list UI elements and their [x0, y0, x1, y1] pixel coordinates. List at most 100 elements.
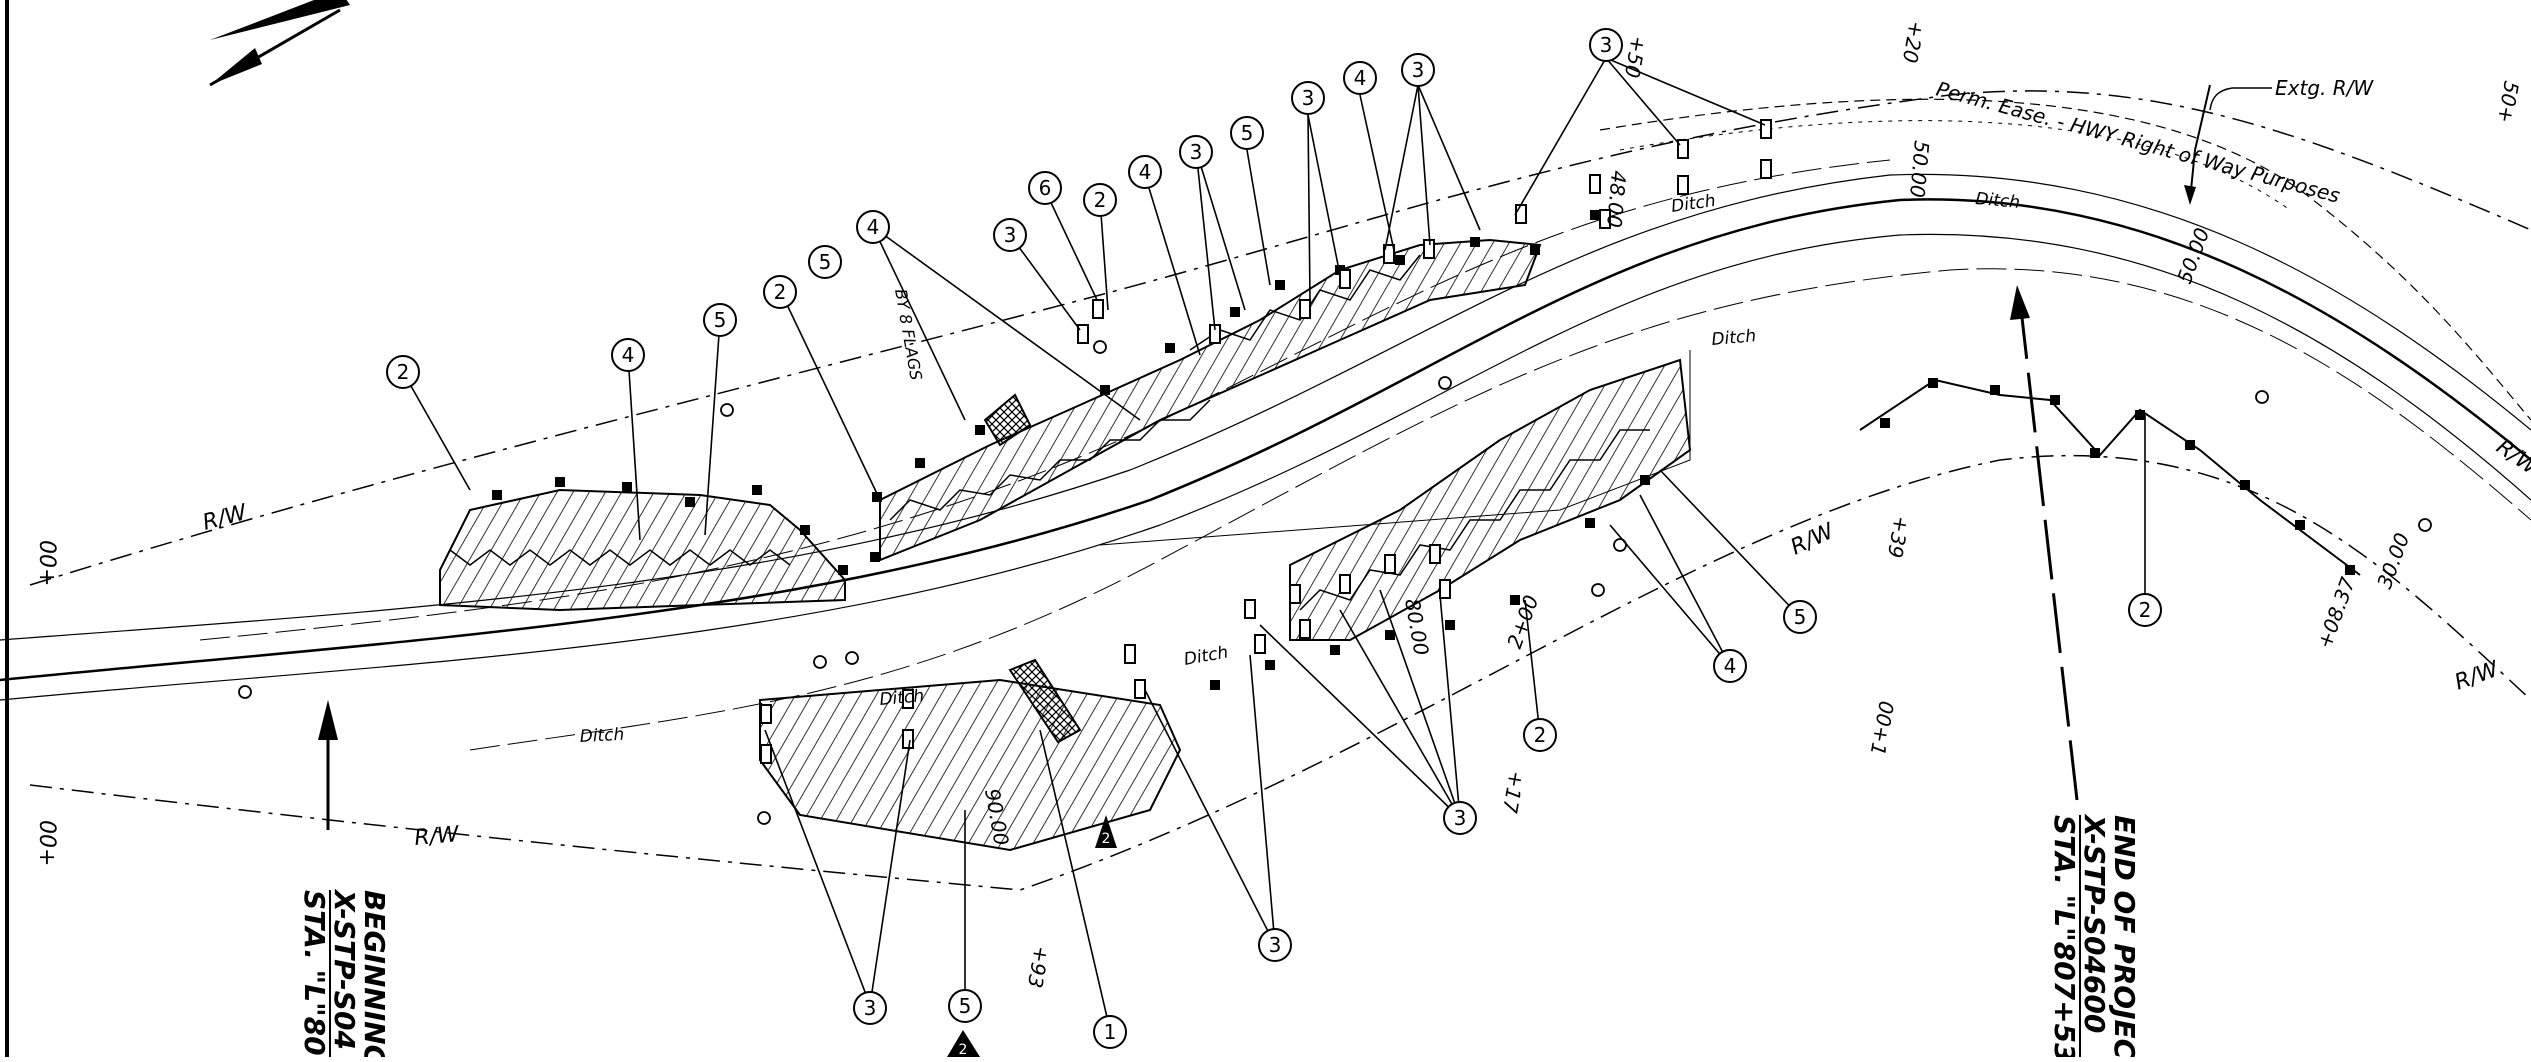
- station-label: +17: [1498, 769, 1529, 815]
- callout-bubble: 2: [1083, 183, 1117, 217]
- rw-label: R/W: [413, 822, 461, 851]
- svg-text:2: 2: [774, 280, 787, 304]
- svg-text:3: 3: [1269, 933, 1282, 957]
- triangle-markers: 2 2: [947, 815, 1117, 1058]
- callout-bubble: 3: [1291, 81, 1325, 115]
- end-line-2: X-STP-S04600: [2078, 813, 2111, 1033]
- flag-note: BY 8 FLAGS: [891, 287, 926, 381]
- station-label: 00+: [34, 820, 59, 866]
- callout-bubble: 3: [1589, 28, 1623, 62]
- extg-rw-label: Extg. R/W: [2275, 76, 2374, 100]
- north-arrow-icon: [209, 0, 350, 87]
- svg-text:3: 3: [864, 996, 877, 1020]
- callout-bubble: 3: [1179, 135, 1213, 169]
- callout-bubble: 6: [1028, 171, 1062, 205]
- callout-leaders: [402, 57, 2146, 1031]
- end-line-3: STA. "L"807+53: [2048, 815, 2081, 1057]
- station-label: +93: [1023, 944, 1054, 990]
- ditch-label: Ditch: [1711, 326, 1757, 350]
- right-of-way-lines: [29, 90, 2531, 891]
- svg-text:5: 5: [819, 250, 832, 274]
- svg-text:6: 6: [1039, 176, 1052, 200]
- ditch-label: Ditch: [579, 725, 625, 747]
- station-label: +50: [1620, 34, 1651, 80]
- offset-label: 48.00: [1602, 170, 1631, 229]
- callout-bubble: 2: [2128, 593, 2162, 627]
- rw-label: R/W: [2452, 657, 2503, 696]
- ditch-label: Ditch: [1975, 189, 2021, 213]
- station-label: +39: [1883, 514, 1914, 560]
- offset-label: 2+00: [1502, 592, 1543, 652]
- svg-text:1: 1: [1104, 1020, 1117, 1044]
- triangle-label: 2: [959, 1042, 968, 1057]
- svg-text:3: 3: [1190, 140, 1203, 164]
- offset-label: 30.00: [2372, 530, 2414, 592]
- fence-line: [1859, 378, 2361, 576]
- svg-text:3: 3: [1004, 223, 1017, 247]
- callout-bubble: 2: [763, 275, 797, 309]
- ditch-label: Ditch: [1182, 642, 1229, 669]
- svg-text:5: 5: [1241, 121, 1254, 145]
- callout-bubble: 4: [1343, 61, 1377, 95]
- small-circle-markers: [238, 340, 2432, 825]
- callout-bubble: 4: [856, 210, 890, 244]
- callout-bubble: 5: [948, 989, 982, 1023]
- station-label: 00+: [34, 540, 59, 586]
- offset-label: 80.00: [1400, 597, 1434, 658]
- hatched-areas: [439, 238, 1692, 852]
- svg-text:5: 5: [959, 994, 972, 1018]
- callout-bubble: 3: [1443, 801, 1477, 835]
- svg-text:4: 4: [1354, 66, 1367, 90]
- callout-bubble: 3: [853, 991, 887, 1025]
- station-label: +08.37: [2312, 574, 2360, 652]
- callout-bubble: 5: [703, 303, 737, 337]
- location-arrows: [318, 84, 2211, 830]
- callout-bubble: 3: [1258, 928, 1292, 962]
- station-label: 00+1: [1866, 699, 1899, 757]
- check-dam-symbols: [760, 119, 1772, 764]
- ditch-label: Ditch: [879, 686, 925, 710]
- svg-text:3: 3: [1412, 58, 1425, 82]
- callout-bubble: 2: [0, 0, 1, 1]
- svg-text:2: 2: [397, 360, 410, 384]
- begin-line-1: BEGINNING: [358, 890, 391, 1057]
- ditch-label: Ditch: [1670, 191, 1717, 217]
- svg-text:5: 5: [1794, 605, 1807, 629]
- callout-bubbles: 3 4 3 3 5 3 4 2 6 3 4 5 2 2 4 5 5 4 2 3 …: [0, 0, 2162, 1049]
- svg-text:2: 2: [1094, 188, 1107, 212]
- svg-text:2: 2: [1534, 723, 1547, 747]
- callout-bubble: 3: [993, 218, 1027, 252]
- svg-text:4: 4: [867, 215, 880, 239]
- callout-bubble: 5: [808, 245, 842, 279]
- svg-text:3: 3: [1454, 806, 1467, 830]
- callout-bubble: 5: [1783, 600, 1817, 634]
- callout-bubble: 1: [1093, 1015, 1127, 1049]
- rw-label: R/W: [200, 500, 251, 536]
- callout-bubble: 4: [1128, 155, 1162, 189]
- svg-text:4: 4: [622, 343, 635, 367]
- fence-post-markers: [492, 210, 2355, 690]
- silt-fence-lines: [449, 254, 1650, 611]
- offset-label: 50.00: [1905, 140, 1934, 199]
- end-line-1: END OF PROJEC: [2108, 815, 2141, 1057]
- station-label: +20: [1898, 19, 1929, 65]
- callout-bubble: 2: [386, 355, 420, 389]
- text-labels: R/W R/W R/W R/W R/W Ditch Ditch Ditch Di…: [34, 19, 2531, 990]
- station-label: 50+: [2493, 79, 2524, 125]
- svg-text:3: 3: [1302, 86, 1315, 110]
- callout-bubble: 3: [1401, 53, 1435, 87]
- svg-text:4: 4: [1139, 160, 1152, 184]
- riprap-blocks: [983, 393, 1082, 744]
- callout-bubble: 4: [1713, 649, 1747, 683]
- callout-bubble: 2: [1523, 718, 1557, 752]
- svg-text:3: 3: [1600, 33, 1613, 57]
- end-project-block: END OF PROJEC X-STP-S04600 STA. "L"807+5…: [2048, 813, 2141, 1062]
- triangle-label: 2: [1102, 831, 1111, 847]
- svg-text:2: 2: [0, 0, 1, 1]
- svg-text:2: 2: [2139, 598, 2152, 622]
- callout-bubble: 4: [611, 338, 645, 372]
- begin-line-3: STA. "L"807: [298, 890, 331, 1057]
- svg-text:4: 4: [1724, 654, 1737, 678]
